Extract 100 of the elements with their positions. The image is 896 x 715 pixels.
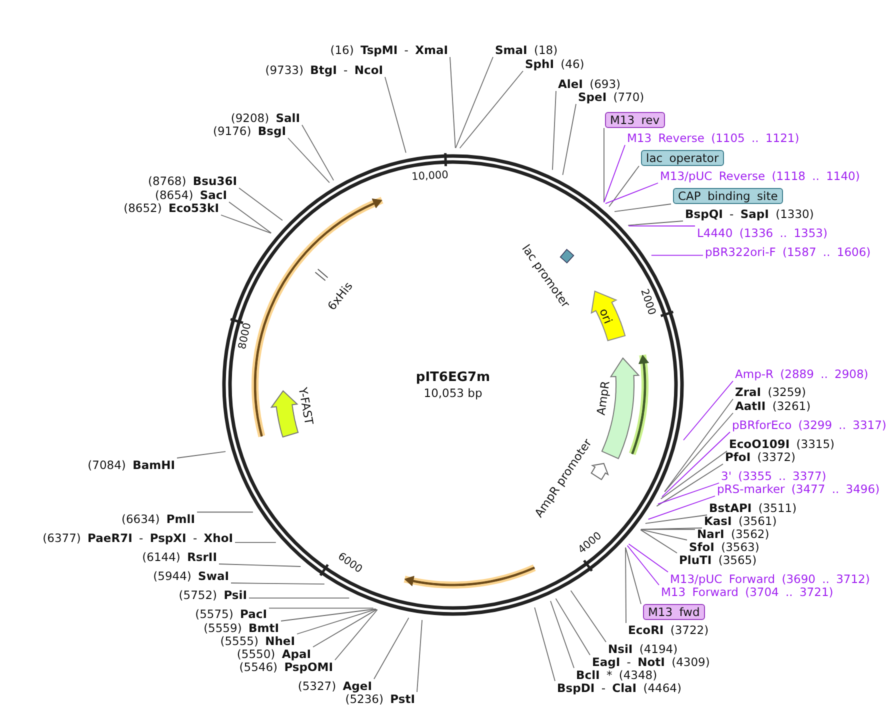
leader-line <box>628 225 696 226</box>
restriction-site-label: (5550) ApaI <box>236 647 311 661</box>
tick-label: 2000 <box>637 287 659 317</box>
leader-line <box>658 482 720 504</box>
primer-label: pBR322ori-F (1587 .. 1606) <box>705 245 871 259</box>
restriction-site-label: (6377) PaeR7I - PspXI - XhoI <box>42 531 233 545</box>
restriction-site-label: (5236) PstI <box>345 692 415 706</box>
leader-line <box>176 451 226 458</box>
leader-line <box>238 188 283 221</box>
leader-line <box>614 204 672 212</box>
restriction-site-label: (5752) PsiI <box>178 588 247 602</box>
restriction-site-label: (5575) PacI <box>195 607 267 621</box>
restriction-site-label: BspQI - SapI (1330) <box>685 207 814 221</box>
leader-line <box>268 608 374 609</box>
tick-label: 10,000 <box>411 168 449 184</box>
leader-line <box>605 182 658 204</box>
primer-label: L4440 (1336 .. 1353) <box>697 226 828 240</box>
leader-line <box>220 214 272 234</box>
plasmid-name: pIT6EG7m <box>416 371 490 385</box>
leader-line <box>455 56 494 148</box>
restriction-site-label: ZraI (3259) <box>735 385 806 399</box>
leader-line <box>683 380 734 441</box>
leader-line <box>664 412 734 492</box>
restriction-site-label: (7084) BamHI <box>88 458 175 472</box>
leader-line <box>648 496 716 520</box>
leader-line <box>626 545 660 586</box>
leader-line <box>662 432 730 498</box>
leader-line <box>296 608 377 634</box>
tick-label: 8000 <box>235 321 255 351</box>
restriction-site-label: AatII (3261) <box>735 399 811 413</box>
leader-line <box>384 76 406 154</box>
restriction-site-label: SfoI (3563) <box>689 540 760 554</box>
restriction-site-label: EcoRI (3722) <box>628 623 709 637</box>
leader-line <box>644 514 708 524</box>
restriction-site-label: PluTI (3565) <box>679 553 757 567</box>
leader-line <box>656 464 724 507</box>
leader-line <box>660 450 728 500</box>
leader-line <box>459 70 524 149</box>
restriction-site-label: (9733) BtgI - NcoI <box>265 63 383 77</box>
feature-label: ori <box>596 306 616 326</box>
leader-line <box>640 529 688 540</box>
restriction-site-label: (5559) BmtI <box>204 621 279 635</box>
restriction-site-label: SmaI (18) <box>495 43 558 57</box>
leader-line <box>374 617 410 680</box>
restriction-site-label: SpeI (770) <box>578 90 644 104</box>
leader-line <box>562 104 576 176</box>
feature-label: Y-FAST <box>296 386 316 426</box>
leader-line <box>640 529 678 554</box>
leader-line <box>234 542 276 543</box>
leader-line <box>196 512 254 513</box>
feature-tag: CAP binding site <box>673 188 783 204</box>
restriction-site-label: NarI (3562) <box>697 527 770 541</box>
leader-line <box>450 56 456 148</box>
restriction-site-label: (6634) PmlI <box>121 512 195 526</box>
leader-line <box>628 220 684 226</box>
leader-line <box>334 609 378 660</box>
leader-line <box>288 138 330 184</box>
leader-line <box>650 254 704 256</box>
restriction-site-label: (9176) BsgI <box>212 124 286 138</box>
leader-line <box>302 124 334 181</box>
restriction-site-label: AleI (693) <box>558 77 621 91</box>
leader-line <box>628 544 668 572</box>
leader-line <box>608 166 640 208</box>
primer-label: 3' (3355 .. 3377) <box>721 469 826 483</box>
primer-label: M13/pUC Reverse (1118 .. 1140) <box>660 169 860 183</box>
leader-line <box>625 547 642 604</box>
restriction-site-label: EcoO109I (3315) <box>729 437 835 451</box>
leader-line <box>312 608 378 648</box>
restriction-site-label: PfoI (3372) <box>725 450 796 464</box>
restriction-site-label: BstAPI (3511) <box>709 501 797 515</box>
restriction-site-label: (8654) SacI <box>154 188 227 202</box>
restriction-site-label: BspDI - ClaI (4464) <box>557 681 682 695</box>
restriction-site-label: (8652) Eco53kI <box>124 201 219 215</box>
primer-label: M13 Reverse (1105 .. 1121) <box>627 131 800 145</box>
restriction-site-label: EagI - NotI (4309) <box>592 655 710 669</box>
feature-tag: M13 fwd <box>643 604 705 620</box>
leader-line <box>228 202 272 234</box>
restriction-site-label: (16) TspMI - XmaI <box>330 43 448 57</box>
feature-label: AmpR <box>594 380 612 416</box>
feature-tag: M13 rev <box>605 112 665 128</box>
leader-line <box>640 529 696 530</box>
leader-line <box>604 144 626 203</box>
restriction-site-label: KasI (3561) <box>704 514 777 528</box>
restriction-site-label: SphI (46) <box>525 57 584 71</box>
primer-label: M13/pUC Forward (3690 .. 3712) <box>670 572 870 586</box>
restriction-site-label: (9208) SalI <box>230 111 300 125</box>
leader-line <box>280 608 376 622</box>
restriction-site-label: (8768) Bsu36I <box>148 174 237 188</box>
restriction-site-label: (5555) NheI <box>220 634 295 648</box>
leader-line <box>570 590 606 642</box>
leader-line <box>230 582 325 585</box>
leader-line <box>550 600 574 668</box>
leader-line <box>664 398 734 492</box>
restriction-site-label: (5944) SwaI <box>153 569 229 583</box>
feature-tag: lac operator <box>641 150 724 166</box>
restriction-site-label: BclI* (4348) <box>576 668 658 682</box>
leader-line <box>552 90 556 170</box>
restriction-site-label: (5327) AgeI <box>298 679 372 693</box>
restriction-site-label: (6144) RsrII <box>142 550 217 564</box>
primer-label: pBRforEco (3299 .. 3317) <box>732 418 886 432</box>
